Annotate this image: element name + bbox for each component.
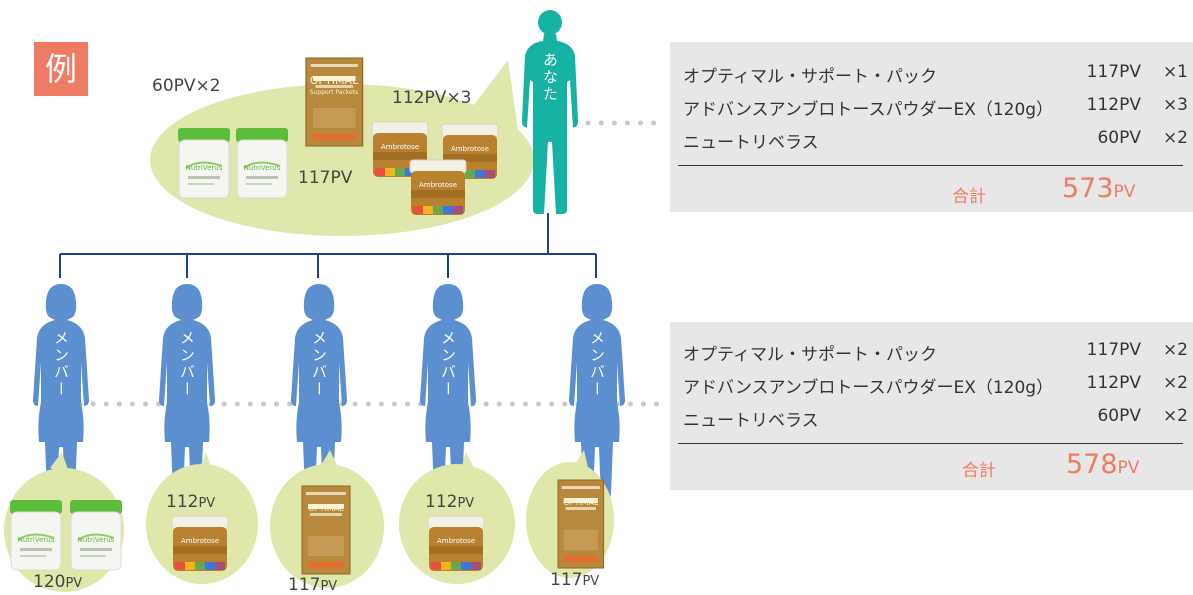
product-name: オプティマル・サポート・パック (683, 67, 937, 87)
order-row: オプティマル・サポート・パック 117PV ×1 (683, 62, 1193, 92)
optimal-box-icon (301, 485, 351, 575)
optimal-box-lettering: OPTIMAL (310, 74, 359, 87)
optimal-box-icon (557, 479, 605, 569)
product-qty: ×2 (1162, 128, 1188, 148)
nutriverus-lettering: NutriVerus (244, 164, 281, 172)
nutriverus-lettering: NutriVerus (78, 536, 115, 544)
order-row: ニュートリベラス 60PV ×2 (683, 128, 1193, 158)
bubble-pv-center: 117PV (298, 168, 353, 188)
ambrotose-lettering: Ambrotose (419, 181, 457, 189)
ambrotose-lettering: Ambrotose (381, 143, 419, 151)
member-label: メンバー (52, 330, 70, 398)
member-label: メンバー (310, 330, 328, 398)
optimal-box-lettering: OPTIMAL (563, 498, 599, 507)
nutriverus-jar-icon (69, 499, 123, 571)
member-bubble-pv: 112PV (425, 492, 475, 512)
total-label: 合計 (952, 187, 986, 207)
product-name: オプティマル・サポート・パック (683, 345, 937, 365)
org-connector (59, 213, 597, 278)
you-order-panel: オプティマル・サポート・パック 117PV ×1 アドバンスアンブロトースパウダ… (670, 42, 1193, 212)
example-label: 例 (34, 42, 88, 96)
product-qty: ×1 (1162, 62, 1188, 82)
ambrotose-lettering: Ambrotose (181, 537, 219, 545)
member-label: メンバー (178, 330, 196, 398)
product-qty: ×3 (1162, 95, 1188, 115)
nutriverus-lettering: NutriVerus (186, 164, 223, 172)
product-pv: 112PV (1086, 95, 1141, 115)
nutriverus-jar-icon (177, 127, 231, 199)
product-qty: ×2 (1162, 406, 1188, 426)
ambrotose-lettering: Ambrotose (451, 145, 489, 153)
member-label: メンバー (588, 330, 606, 398)
product-qty: ×2 (1162, 340, 1188, 360)
total-divider (678, 165, 1183, 166)
order-row: アドバンスアンブロトースパウダーEX（120g） 112PV ×2 (683, 373, 1193, 403)
product-name: アドバンスアンブロトースパウダーEX（120g） (683, 378, 1054, 398)
total-divider (678, 443, 1183, 444)
you-figure (522, 10, 578, 215)
nutriverus-jar-icon (235, 127, 289, 199)
member-bubble-pv: 120PV (33, 572, 83, 592)
member-label: メンバー (439, 330, 457, 398)
bubble-pv-right: 112PV×3 (392, 88, 472, 108)
nutriverus-jar-icon (9, 499, 63, 571)
product-name: ニュートリベラス (683, 411, 819, 431)
product-pv: 60PV (1097, 128, 1141, 148)
product-pv: 117PV (1086, 62, 1141, 82)
product-pv: 112PV (1086, 373, 1141, 393)
total-value: 578PV (1066, 449, 1140, 480)
order-row: オプティマル・サポート・パック 117PV ×2 (683, 340, 1193, 370)
nutriverus-lettering: NutriVerus (18, 536, 55, 544)
member-order-panel: オプティマル・サポート・パック 117PV ×2 アドバンスアンブロトースパウダ… (670, 322, 1193, 490)
optimal-box-sublettering: Support Packets (310, 89, 358, 96)
optimal-box-icon (305, 57, 364, 147)
bubble-pv-left: 60PV×2 (152, 76, 221, 96)
member-bubble-pv: 112PV (166, 492, 216, 512)
member-bubble-pv: 117PV (550, 570, 600, 590)
product-name: アドバンスアンブロトースパウダーEX（120g） (683, 100, 1054, 120)
member-bubble-pv: 117PV (288, 575, 338, 595)
total-label: 合計 (962, 461, 996, 481)
order-row: ニュートリベラス 60PV ×2 (683, 406, 1193, 436)
product-qty: ×2 (1162, 373, 1188, 393)
product-pv: 60PV (1097, 406, 1141, 426)
you-label: あなた (541, 52, 559, 103)
optimal-box-lettering: OPTIMAL (308, 504, 344, 513)
product-name: ニュートリベラス (683, 133, 819, 153)
order-row: アドバンスアンブロトースパウダーEX（120g） 112PV ×3 (683, 95, 1193, 125)
product-pv: 117PV (1086, 340, 1141, 360)
ambrotose-lettering: Ambrotose (437, 537, 475, 545)
total-value: 573PV (1062, 173, 1136, 204)
